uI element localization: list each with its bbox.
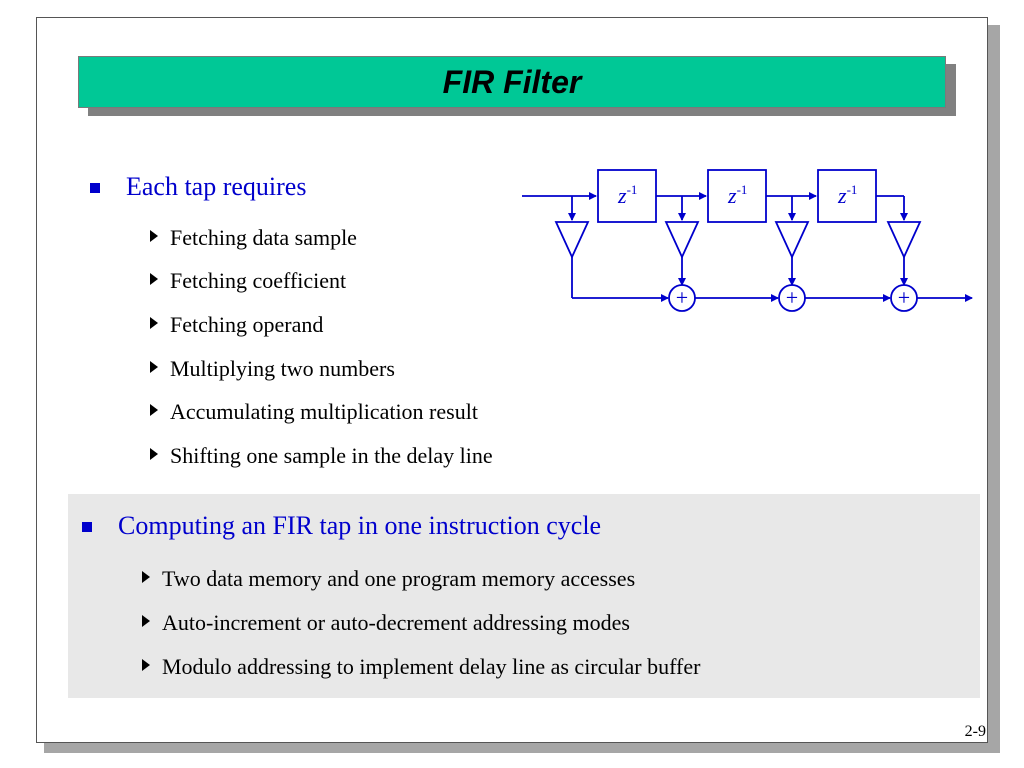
delay-box-1	[597, 169, 657, 223]
square-bullet-icon	[90, 183, 100, 193]
triangle-bullet-icon	[150, 273, 158, 285]
triangle-bullet-icon	[142, 571, 150, 583]
delay-label-2: z-1	[727, 182, 747, 208]
list-item-text: Fetching data sample	[170, 225, 357, 250]
section2-heading: Computing an FIR tap in one instruction …	[118, 511, 602, 540]
list-item-text: Fetching operand	[170, 312, 324, 337]
triangle-bullet-icon	[150, 230, 158, 242]
triangle-bullet-icon	[150, 317, 158, 329]
triangle-bullet-icon	[150, 448, 158, 460]
section1-heading: Each tap requires	[126, 172, 307, 201]
adder-symbol-1: +	[676, 285, 688, 310]
gain-triangle-0	[554, 221, 590, 260]
slide-title: FIR Filter	[442, 63, 582, 100]
square-bullet-icon	[82, 522, 92, 532]
list-item-text: Shifting one sample in the delay line	[170, 443, 493, 468]
gain-triangle-3	[886, 221, 922, 260]
list-item-text: Multiplying two numbers	[170, 356, 395, 381]
triangle-bullet-icon	[150, 361, 158, 373]
adder-symbol-2: +	[786, 285, 798, 310]
gain-triangle-2	[774, 221, 810, 260]
list-item-text: Auto-increment or auto-decrement address…	[162, 610, 630, 635]
list-item-text: Modulo addressing to implement delay lin…	[162, 654, 701, 679]
page-number: 2-9	[964, 723, 986, 740]
title-bar: FIR Filter	[78, 56, 946, 108]
triangle-bullet-icon	[142, 615, 150, 627]
delay-box-2	[707, 169, 767, 223]
triangle-bullet-icon	[142, 659, 150, 671]
list-item-text: Two data memory and one program memory a…	[162, 566, 636, 591]
highlight-box	[68, 494, 980, 698]
list-item-text: Accumulating multiplication result	[170, 399, 478, 424]
gain-triangle-1	[664, 221, 700, 260]
list-item-text: Fetching coefficient	[170, 268, 347, 293]
delay-label-3: z-1	[837, 182, 857, 208]
delay-label-1: z-1	[617, 182, 637, 208]
triangle-bullet-icon	[150, 404, 158, 416]
adder-symbol-3: +	[898, 285, 910, 310]
